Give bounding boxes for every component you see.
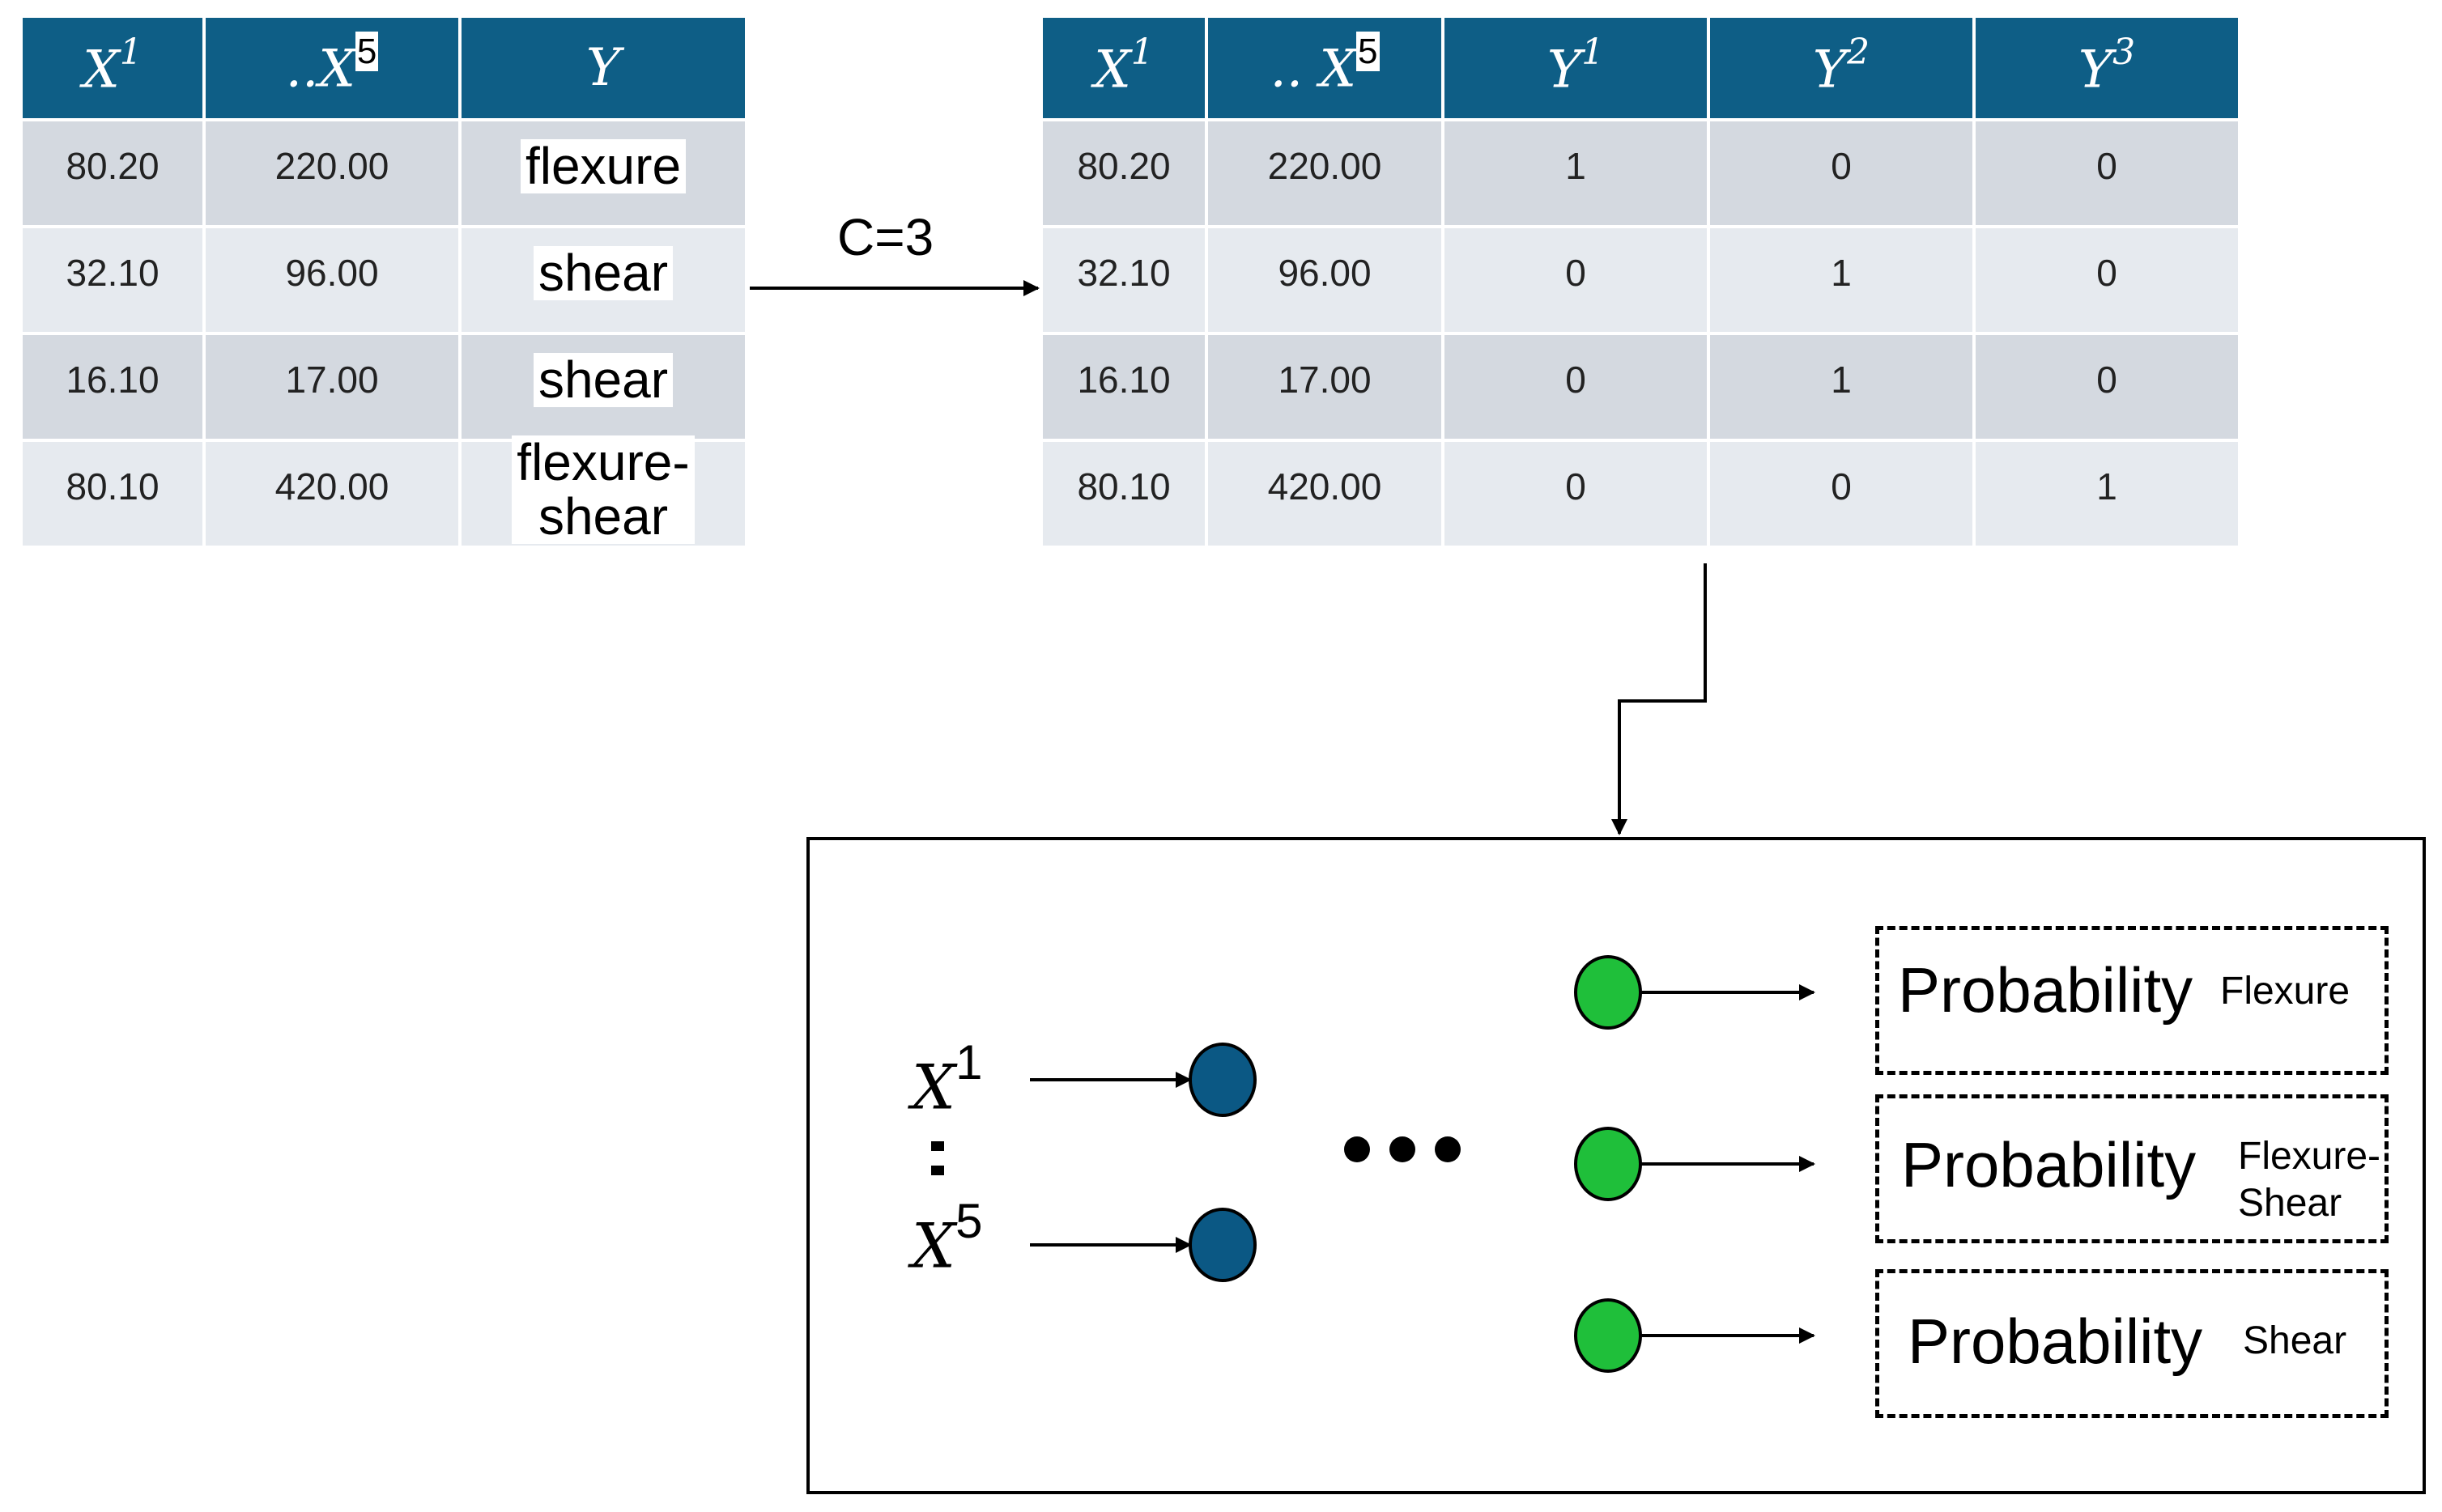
header-y: Y bbox=[462, 18, 745, 118]
output-box-flexure-shear bbox=[1875, 1094, 2389, 1243]
model-arrow bbox=[1611, 563, 1707, 835]
input-table: X1 ..X5 Y 80.20 220.00 flexure 32.10 96.… bbox=[19, 15, 748, 549]
class-label-flexure-shear: Flexure-Shear bbox=[2238, 1135, 2381, 1225]
input-ellipsis bbox=[931, 1141, 944, 1151]
input-node bbox=[1189, 1043, 1257, 1117]
one-hot-table: X1 .. X5 Y1 Y2 Y3 80.20 220.00 1 0 0 32.… bbox=[1040, 15, 2241, 549]
table-row: 16.10 17.00 0 1 0 bbox=[1043, 335, 2238, 439]
output-box-shear bbox=[1875, 1269, 2389, 1418]
probability-label: Probability bbox=[1901, 1129, 2197, 1200]
output-box-flexure bbox=[1875, 926, 2389, 1075]
header-y2: Y2 bbox=[1710, 18, 1972, 118]
input-ellipsis bbox=[931, 1166, 944, 1175]
probability-label: Probability bbox=[1908, 1306, 2203, 1377]
hidden-layers-dot bbox=[1344, 1136, 1370, 1162]
input-node bbox=[1189, 1208, 1257, 1282]
table-row: 16.10 17.00 shear bbox=[23, 335, 745, 439]
table-row: 32.10 96.00 shear bbox=[23, 228, 745, 332]
table-row: 80.20 220.00 flexure bbox=[23, 121, 745, 225]
header-x1: X1 bbox=[1043, 18, 1205, 118]
header-x1: X1 bbox=[23, 18, 202, 118]
label-shear: shear bbox=[533, 245, 674, 301]
hidden-layers-dot bbox=[1389, 1136, 1415, 1162]
model-box bbox=[806, 837, 2426, 1494]
class-count-label: C=3 bbox=[837, 208, 934, 266]
label-shear: shear bbox=[533, 352, 674, 408]
header-x5: .. X5 bbox=[1208, 18, 1441, 118]
header-y3: Y3 bbox=[1976, 18, 2238, 118]
class-label-shear: Shear bbox=[2243, 1319, 2347, 1362]
table-row: 80.10 420.00 0 0 1 bbox=[1043, 442, 2238, 546]
input-label-x5: X5 bbox=[912, 1194, 983, 1282]
table-row: 32.10 96.00 0 1 0 bbox=[1043, 228, 2238, 332]
class-label-flexure: Flexure bbox=[2220, 970, 2351, 1013]
label-flexure: flexure bbox=[520, 138, 687, 194]
probability-label: Probability bbox=[1898, 954, 2193, 1026]
input-label-x1: X1 bbox=[912, 1035, 983, 1123]
hidden-layers-dot bbox=[1435, 1136, 1461, 1162]
label-flexure-shear: flexure-shear bbox=[512, 435, 695, 545]
header-y1: Y1 bbox=[1444, 18, 1707, 118]
table-row: 80.10 420.00 flexure-shear bbox=[23, 435, 745, 546]
table-row: 80.20 220.00 1 0 0 bbox=[1043, 121, 2238, 225]
header-x5: ..X5 bbox=[206, 18, 458, 118]
